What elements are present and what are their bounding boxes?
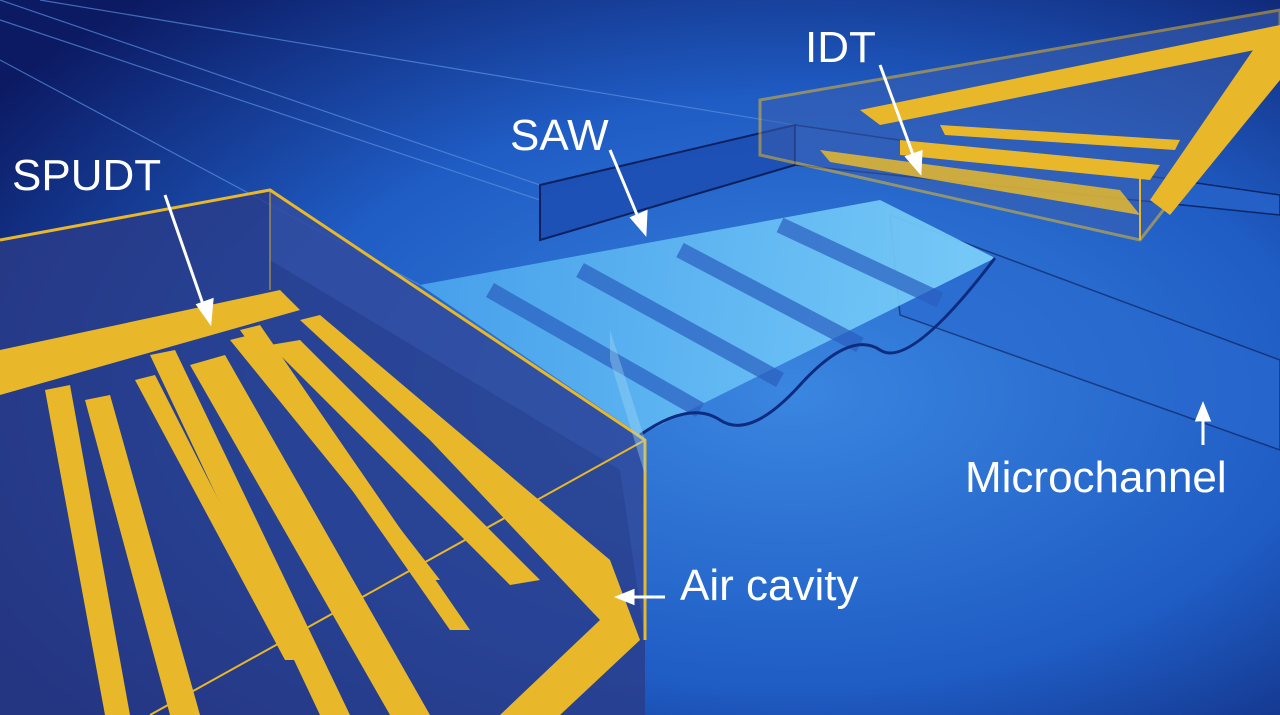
spudt-arrow [163, 194, 214, 327]
perspective-lines [0, 0, 796, 286]
saw-arrow [608, 149, 648, 237]
label-idt: IDT [805, 23, 876, 72]
idt-substrate [758, 8, 1280, 242]
label-saw: SAW [510, 111, 609, 160]
saw-waves [420, 200, 997, 437]
spudt-electrodes [0, 290, 640, 715]
air-cavity-arrow [613, 588, 665, 606]
label-microchannel: Microchannel [965, 453, 1227, 502]
microchannel-arrow [1194, 400, 1212, 445]
label-spudt: SPUDT [12, 151, 161, 200]
label-air-cavity: Air cavity [680, 561, 858, 610]
idt-arrow [878, 64, 923, 176]
arrows [163, 64, 1212, 606]
